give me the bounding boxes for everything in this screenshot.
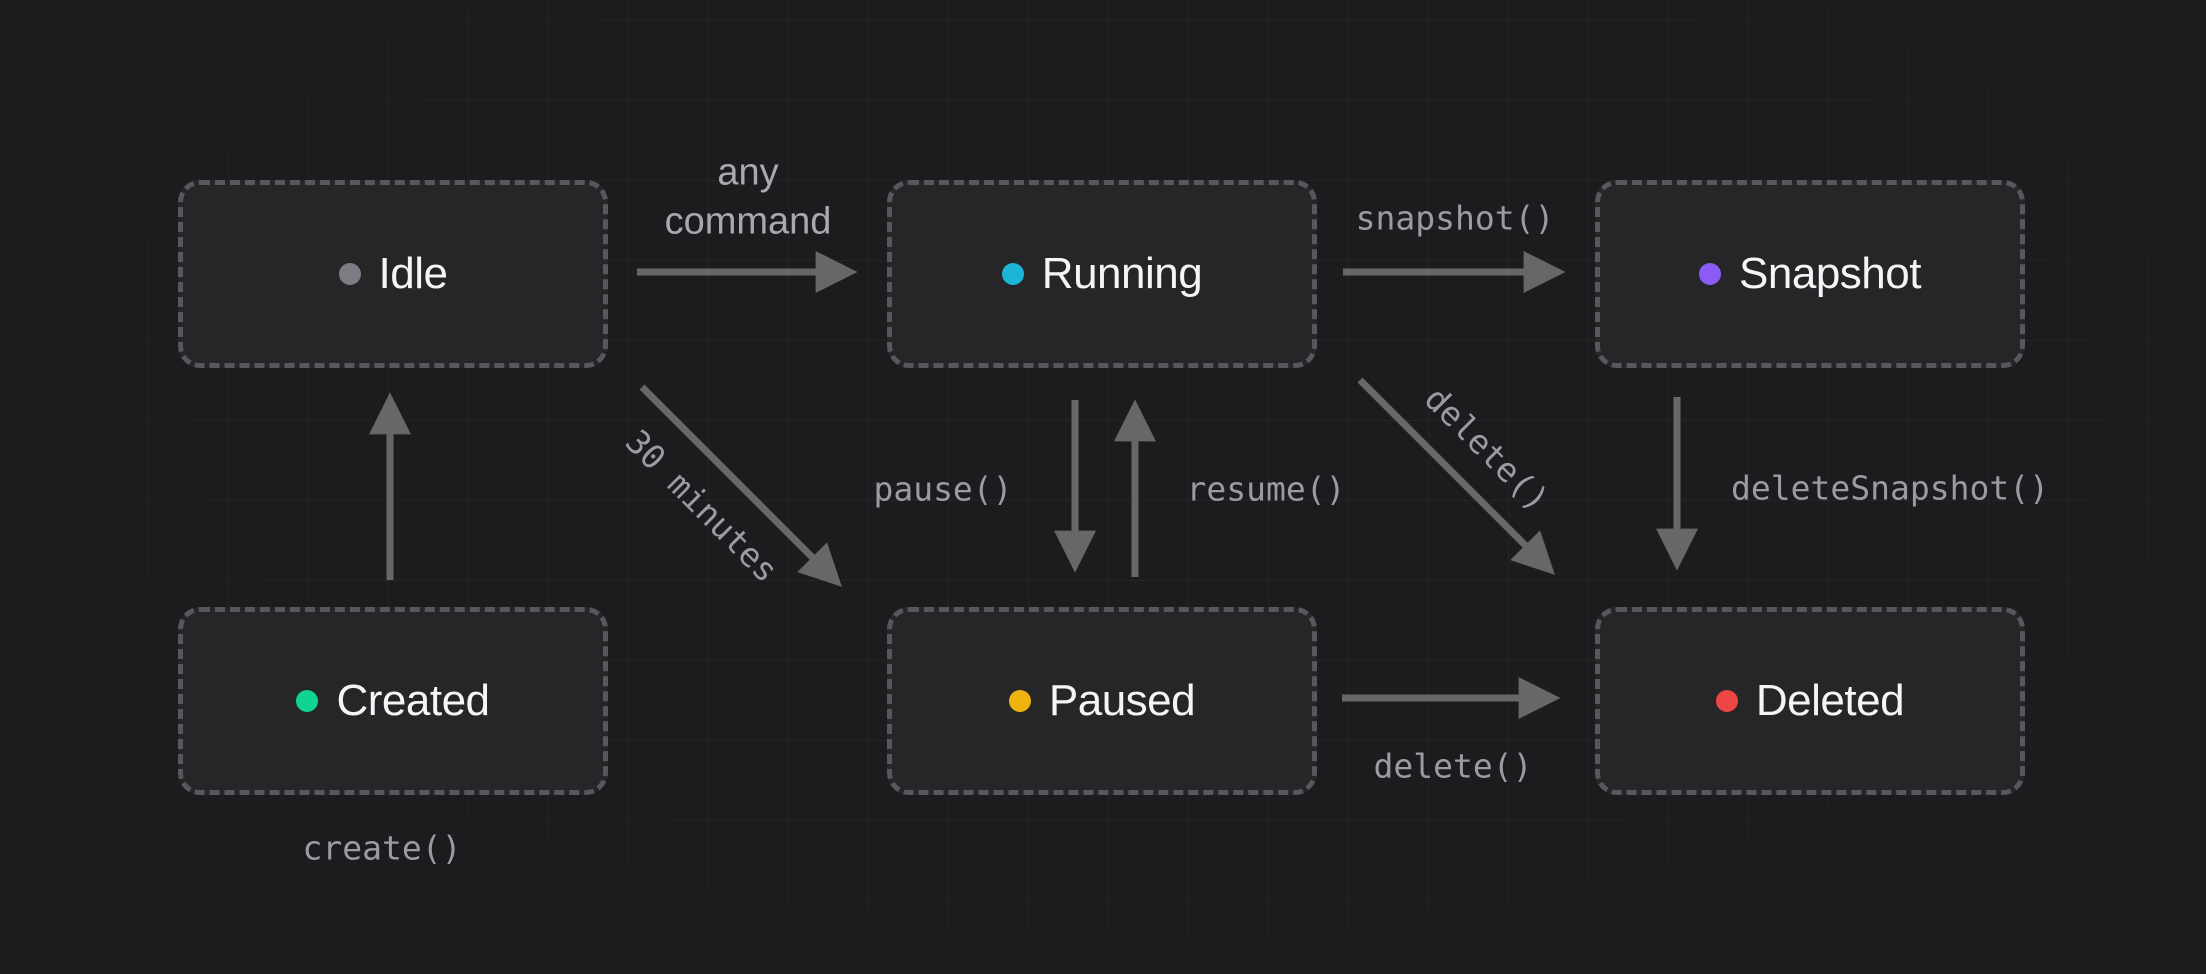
arrow-running-to-deleted: [1357, 377, 1555, 575]
state-label-created: Created: [336, 676, 490, 725]
transition-label-delete-snapshot: deleteSnapshot(): [1731, 468, 2049, 508]
transition-label-delete-paused: delete(): [1373, 746, 1533, 786]
state-dot-paused: [1008, 690, 1031, 712]
state-dot-idle: [338, 263, 361, 285]
state-dot-deleted: [1715, 690, 1738, 712]
state-box-running: Running: [887, 180, 1317, 368]
state-label-deleted: Deleted: [1755, 676, 1905, 725]
state-box-created: Created: [178, 607, 608, 795]
state-label-snapshot: Snapshot: [1739, 249, 1921, 298]
state-box-paused: Paused: [887, 607, 1317, 795]
state-dot-running: [1001, 263, 1024, 285]
state-box-idle: Idle: [178, 180, 608, 368]
transition-label-resume: resume(): [1186, 469, 1346, 509]
state-label-running: Running: [1041, 249, 1203, 298]
transition-label-any-command: any command: [664, 151, 832, 242]
state-label-idle: Idle: [378, 249, 448, 298]
arrow-idle-to-paused: [639, 384, 842, 587]
state-box-snapshot: Snapshot: [1595, 180, 2025, 368]
state-dot-snapshot: [1699, 263, 1722, 285]
transition-label-create: create(): [302, 828, 462, 868]
state-dot-created: [296, 690, 319, 712]
transition-label-pause: pause(): [873, 469, 1013, 509]
transition-label-snapshot: snapshot(): [1355, 198, 1555, 238]
state-label-paused: Paused: [1048, 676, 1196, 725]
state-box-deleted: Deleted: [1595, 607, 2025, 795]
